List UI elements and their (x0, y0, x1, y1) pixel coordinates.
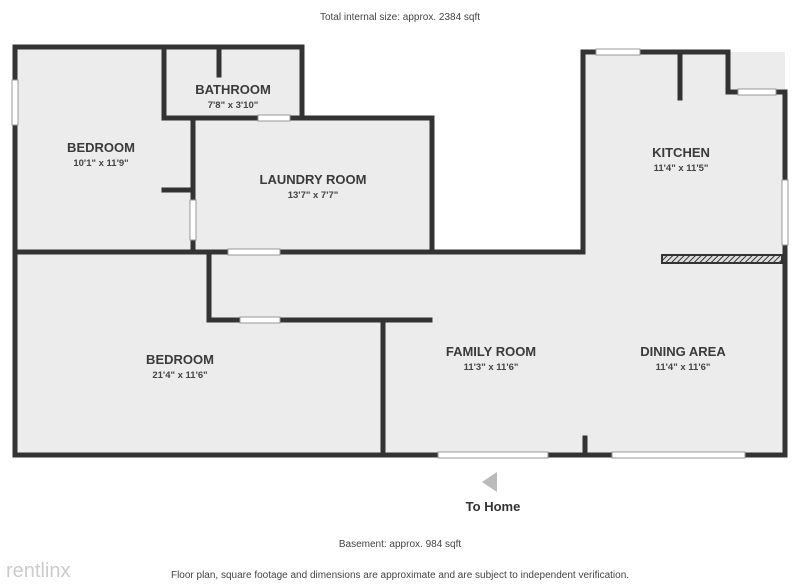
room-name: BEDROOM (67, 140, 135, 155)
room-name: BATHROOM (195, 82, 271, 97)
room-dims: 11'4" x 11'5" (653, 163, 709, 174)
room-dims: 11'4" x 11'6" (655, 362, 711, 373)
room-name: FAMILY ROOM (445, 344, 537, 359)
total-size: Total internal size: approx. 2384 sqft (319, 12, 481, 23)
kitchen-counter (661, 254, 783, 264)
room-dims: 7'8" x 3'10" (207, 100, 259, 111)
room-name: KITCHEN (652, 145, 710, 160)
room-dims: 10'1" x 11'9" (73, 158, 129, 169)
windows (11, 48, 789, 459)
entrance-arrow-icon (482, 472, 497, 492)
room-name: BEDROOM (146, 352, 214, 367)
room-name: DINING AREA (640, 344, 726, 359)
room-name: LAUNDRY ROOM (259, 172, 367, 187)
disclaimer: Floor plan, square footage and dimension… (170, 570, 630, 581)
entrance-label: To Home (465, 499, 521, 514)
walls (12, 44, 788, 458)
room-floors (15, 47, 785, 455)
room-dims: 11'3" x 11'6" (463, 362, 519, 373)
room-dims: 13'7" x 7'7" (287, 190, 339, 201)
basement-size: Basement: approx. 984 sqft (338, 539, 462, 550)
room-dims: 21'4" x 11'6" (152, 370, 208, 381)
watermark-logo: rentlinx (6, 560, 71, 582)
